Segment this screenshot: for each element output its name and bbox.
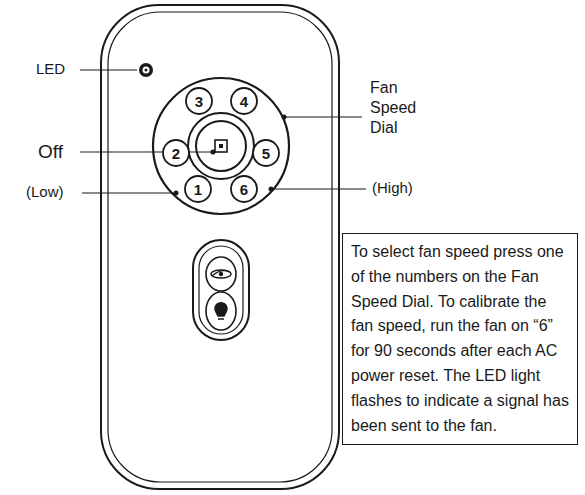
- fan-icon: [211, 270, 231, 278]
- speed-button: 3: [184, 86, 214, 116]
- button-circle: [186, 88, 212, 114]
- off-leader: [80, 151, 213, 152]
- lower-button-inner: [199, 246, 243, 334]
- off-icon: [215, 140, 227, 152]
- speed-number: 4: [240, 93, 248, 110]
- callout-label: (Low): [26, 183, 86, 202]
- speed-button: 2: [161, 138, 191, 168]
- speed-number: 1: [194, 181, 202, 198]
- fan-button: [206, 257, 236, 291]
- fan-speed-dial: [153, 78, 289, 214]
- callout-label: Fan Speed Dial: [370, 78, 440, 138]
- callout-label: Off: [38, 140, 98, 164]
- button-circle: [231, 176, 257, 202]
- low-leader: [82, 192, 176, 193]
- button-circle: [231, 88, 257, 114]
- off-icon-dot: [219, 144, 223, 148]
- speed-number: 5: [262, 145, 270, 162]
- led: [139, 63, 153, 77]
- light-button: [206, 292, 236, 330]
- remote-body: [101, 5, 339, 489]
- speed-number: 6: [240, 181, 248, 198]
- note-box: To select fan speed press one of the num…: [342, 233, 578, 445]
- led-leader: [80, 69, 137, 70]
- off-button-ring: [188, 113, 254, 179]
- button-circle: [185, 176, 211, 202]
- note-text: To select fan speed press one of the num…: [351, 240, 569, 438]
- speed-button: 6: [229, 174, 259, 204]
- callout-label: LED: [36, 60, 96, 79]
- high-leader: [271, 188, 366, 189]
- callout-label: (High): [372, 179, 442, 198]
- led-center: [143, 67, 150, 74]
- dial-leader: [284, 116, 362, 117]
- leader-lines: [80, 70, 366, 193]
- speed-button: 1: [183, 174, 213, 204]
- off-button: [196, 121, 246, 171]
- speed-number: 2: [172, 145, 180, 162]
- speed-number: 3: [195, 93, 203, 110]
- speed-button: 5: [251, 138, 281, 168]
- speed-button: 4: [229, 86, 259, 116]
- led-dot: [145, 69, 148, 72]
- bulb-icon: [215, 303, 227, 319]
- remote-inner-outline: [108, 12, 332, 482]
- button-circle: [253, 140, 279, 166]
- lower-button-housing: [193, 240, 249, 340]
- button-circle: [163, 140, 189, 166]
